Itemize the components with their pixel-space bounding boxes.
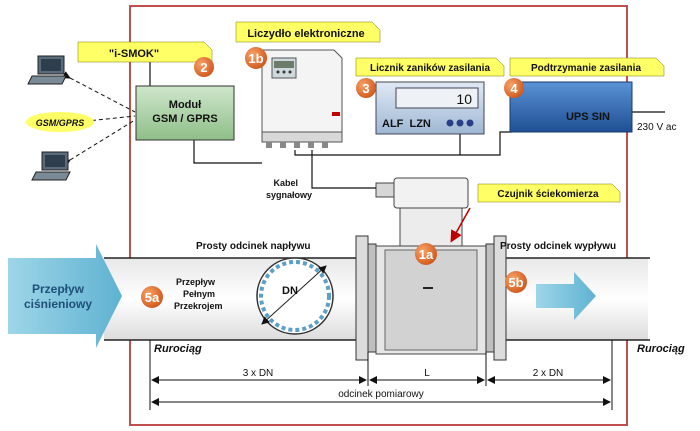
ismok-label: "i-SMOK" xyxy=(109,48,159,60)
badge-4: 4 xyxy=(504,78,524,98)
dn-cross-section: DN xyxy=(256,257,334,335)
czujnik-tag xyxy=(477,183,621,203)
signal-cable-line1: Kabel xyxy=(273,178,298,188)
inflow-straight-label: Prosty odcinek napływu xyxy=(196,241,310,252)
inflow-label-line2: ciśnieniowy xyxy=(24,297,92,311)
badge-2: 2 xyxy=(194,57,214,77)
podtrzymanie-tag xyxy=(509,57,665,77)
podtrzymanie-label: Podtrzymanie zasilania xyxy=(531,63,641,74)
svg-text:2: 2 xyxy=(200,60,207,75)
gsm-module xyxy=(135,85,235,141)
laptop-icon-bottom xyxy=(31,151,71,181)
inflow-label-line1: Przepływ xyxy=(32,282,85,296)
ismok-tag xyxy=(77,41,213,63)
dim-l: L xyxy=(424,368,430,379)
counter-value: 10 xyxy=(456,91,472,107)
licznik-tag xyxy=(355,57,505,77)
gsm-gprs-label: GSM/GPRS xyxy=(36,118,85,128)
badge-5a: 5a xyxy=(141,286,163,308)
czujnik-label: Czujnik ściekomierza xyxy=(497,189,599,200)
full-section-line3: Przekrojem xyxy=(174,301,223,311)
gsm-module-line1: Moduł xyxy=(169,99,201,111)
dim-3dn: 3 x DN xyxy=(243,368,274,379)
outflow-straight-label: Prosty odcinek wypływu xyxy=(500,241,616,252)
system-frame xyxy=(129,5,628,426)
electronic-counter-device xyxy=(261,49,343,148)
ups-label: UPS SIN xyxy=(566,111,610,123)
liczydlo-label: Liczydło elektroniczne xyxy=(247,28,364,40)
dimensions xyxy=(149,340,613,410)
liczydlo-tag xyxy=(235,21,381,43)
badge-1b: 1b xyxy=(245,47,267,69)
gsm-module-line2: GSM / GPRS xyxy=(152,113,217,125)
counter-text: ALF LZN xyxy=(382,118,431,130)
svg-text:5a: 5a xyxy=(145,290,160,305)
dim-2dn: 2 x DN xyxy=(533,368,564,379)
voltage-label: 230 V ac xyxy=(637,122,676,133)
measuring-section-label: odcinek pomiarowy xyxy=(338,389,424,400)
svg-text:1a: 1a xyxy=(419,247,434,262)
counter-display xyxy=(395,87,479,109)
badge-5b: 5b xyxy=(505,271,527,293)
inflow-arrow: Przepływ ciśnieniowy xyxy=(8,244,122,348)
pipeline xyxy=(104,177,650,361)
badge-1a: 1a xyxy=(415,243,437,265)
licznik-label: Licznik zaników zasilania xyxy=(370,63,490,74)
badge-3: 3 xyxy=(356,78,376,98)
pipeline-label-left: Rurociąg xyxy=(154,343,202,355)
signal-cable-line2: sygnałowy xyxy=(266,190,312,200)
outflow-arrow xyxy=(536,272,596,320)
full-section-line2: Pełnym xyxy=(183,289,215,299)
full-section-line1: Przepływ xyxy=(176,277,216,287)
svg-text:5b: 5b xyxy=(508,275,523,290)
dn-label: DN xyxy=(282,285,298,297)
svg-text:4: 4 xyxy=(510,81,518,96)
ups-unit xyxy=(509,81,633,133)
svg-text:3: 3 xyxy=(362,81,369,96)
laptop-icon-top xyxy=(27,55,67,85)
svg-text:1b: 1b xyxy=(248,51,263,66)
czujnik-pointer xyxy=(450,207,471,243)
gsm-gprs-bubble xyxy=(26,112,94,132)
pipeline-label-right: Rurociąg xyxy=(637,343,685,355)
